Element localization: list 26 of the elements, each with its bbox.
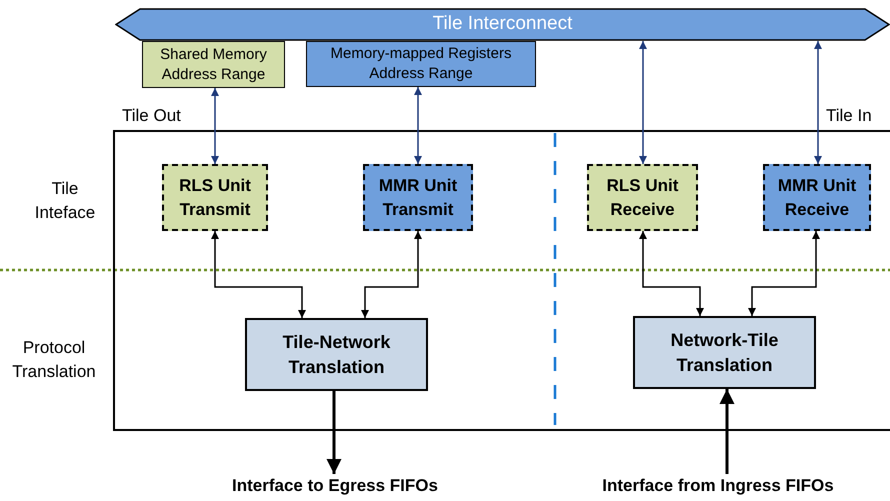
arrow: [326, 391, 342, 474]
unit-box: MMR Unit Receive: [763, 164, 871, 231]
unit-box: RLS Unit Receive: [587, 164, 698, 231]
interconnect-band: Tile Interconnect: [115, 8, 890, 41]
unit-box: RLS Unit Transmit: [162, 164, 268, 231]
address-range-box: Memory-mapped Registers Address Range: [306, 41, 536, 87]
arrow: [211, 231, 306, 318]
section-label: Protocol Translation: [11, 337, 97, 383]
arrow: [414, 87, 422, 164]
arrow: [639, 231, 704, 316]
translation-box: Network-Tile Translation: [633, 316, 816, 389]
address-range-box: Shared Memory Address Range: [142, 41, 285, 88]
arrow: [211, 88, 219, 164]
arrow: [639, 41, 647, 164]
arrow: [814, 41, 822, 164]
section-label: Tile Out: [122, 105, 182, 127]
section-label: Tile Inteface: [34, 178, 96, 224]
section-label: Tile In: [826, 105, 873, 127]
tile-frame: [113, 130, 890, 431]
arrow: [361, 231, 422, 318]
arrow: [720, 389, 734, 474]
interface-text: Interface to Egress FIFOs: [190, 474, 480, 498]
interface-text: Interface from Ingress FIFOs: [568, 474, 868, 498]
translation-box: Tile-Network Translation: [245, 318, 428, 391]
arrow: [748, 231, 820, 316]
unit-box: MMR Unit Transmit: [363, 164, 473, 231]
